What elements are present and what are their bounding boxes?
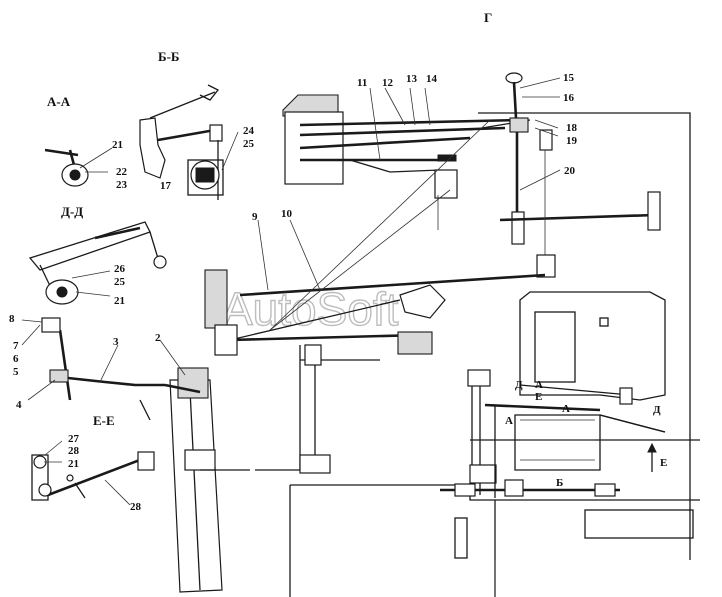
detail-dd <box>28 221 167 305</box>
mark-d-right: Д <box>653 404 661 416</box>
callout-26: 26 <box>114 263 126 275</box>
lower-linkage <box>440 369 666 498</box>
callout-23: 23 <box>116 179 128 191</box>
callout-25-bb: 25 <box>243 138 255 150</box>
callout-11: 11 <box>357 77 367 89</box>
mark-e-left: Е <box>535 391 542 403</box>
detail-ee <box>31 451 155 501</box>
callout-21-ee: 21 <box>68 458 79 470</box>
callout-14: 14 <box>426 73 438 85</box>
mark-a-lower: А <box>505 415 513 427</box>
callout-10: 10 <box>281 208 293 220</box>
pedal-linkage <box>41 317 250 593</box>
callout-9: 9 <box>252 211 258 223</box>
callout-20: 20 <box>564 165 576 177</box>
section-arrow-e <box>437 195 666 597</box>
callout-13: 13 <box>406 73 418 85</box>
callout-28-ee: 28 <box>68 445 80 457</box>
mark-b: Б <box>556 477 563 489</box>
callout-22: 22 <box>116 166 128 178</box>
mark-a-right: А <box>562 403 570 415</box>
tractor-frame <box>289 112 700 597</box>
callout-7: 7 <box>13 340 19 352</box>
callout-28: 28 <box>130 501 142 513</box>
callout-19: 19 <box>566 135 578 147</box>
callout-6: 6 <box>13 353 19 365</box>
detail-aa <box>44 148 89 187</box>
callout-16: 16 <box>563 92 575 104</box>
callout-12: 12 <box>382 77 394 89</box>
gear-selector-assembly <box>282 94 531 199</box>
callout-2: 2 <box>155 332 161 344</box>
callout-25-dd: 25 <box>114 276 126 288</box>
section-bb-label: Б-Б <box>158 49 180 64</box>
callout-8: 8 <box>9 313 15 325</box>
section-dd-label: Д-Д <box>61 204 83 219</box>
mark-a-top: А <box>535 379 543 391</box>
mark-d-left: Д <box>515 379 523 391</box>
callout-27: 27 <box>68 433 80 445</box>
callout-4: 4 <box>16 399 22 411</box>
leader-lines <box>21 77 561 506</box>
callout-21-aa: 21 <box>112 139 123 151</box>
section-ee-label: Е-Е <box>93 413 115 428</box>
mark-e-arrow: Е <box>660 457 667 469</box>
callout-24: 24 <box>243 125 255 137</box>
callout-15: 15 <box>563 72 575 84</box>
callout-17: 17 <box>160 180 172 192</box>
section-aa-label: А-А <box>47 94 71 109</box>
callout-3: 3 <box>113 336 119 348</box>
hand-lever-assembly <box>499 72 661 278</box>
main-rods <box>204 119 546 474</box>
callout-5: 5 <box>13 366 19 378</box>
engine-block <box>514 291 666 471</box>
callout-18: 18 <box>566 122 578 134</box>
view-title: Г <box>484 10 492 25</box>
detail-bb <box>139 84 224 200</box>
callout-21-dd: 21 <box>114 295 125 307</box>
